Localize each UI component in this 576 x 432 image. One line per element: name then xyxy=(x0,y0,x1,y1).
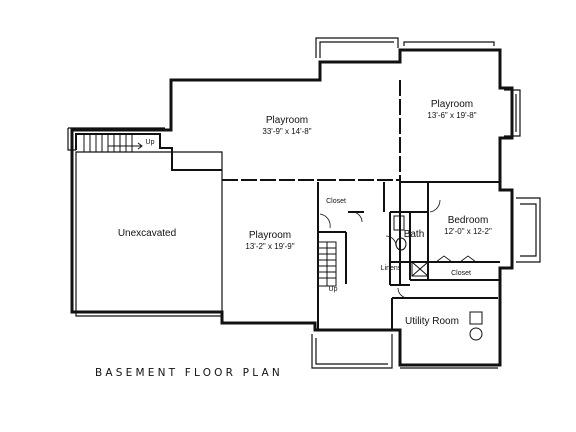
stair-up-top-label: Up xyxy=(146,139,155,146)
playroom-left-label: Playroom xyxy=(249,230,291,241)
stair-up-center-label: Up xyxy=(329,286,338,293)
bath-fixtures xyxy=(393,215,429,277)
playroom-main-dims: 33'-9" x 14'-8" xyxy=(262,127,311,136)
wall-offsets xyxy=(67,37,541,369)
bath-label: Bath xyxy=(404,229,425,240)
utility-room-label: Utility Room xyxy=(405,316,459,327)
closet-stair-label: Closet xyxy=(326,198,346,205)
playroom-main-label: Playroom xyxy=(266,115,308,126)
playroom-left-dims: 13'-2" x 19'-9" xyxy=(245,242,294,251)
playroom-right-label: Playroom xyxy=(431,99,473,110)
door-swings xyxy=(319,199,477,299)
plan-title: BASEMENT FLOOR PLAN xyxy=(95,367,283,379)
utility-fixtures xyxy=(469,311,483,341)
linens-label: Linens xyxy=(381,265,402,272)
bedroom-dims: 12'-0" x 12-2" xyxy=(444,227,492,236)
bedroom-label: Bedroom xyxy=(448,215,489,226)
stair-treads-top xyxy=(83,134,143,152)
playroom-right-dims: 13'-6" x 19'-8" xyxy=(427,111,476,120)
room-labels: Playroom 33'-9" x 14'-8" Playroom 13'-6"… xyxy=(118,99,492,327)
unexcavated-label: Unexcavated xyxy=(118,228,176,239)
closet-bedroom-label: Closet xyxy=(451,270,471,277)
stair-treads-center xyxy=(317,241,337,287)
